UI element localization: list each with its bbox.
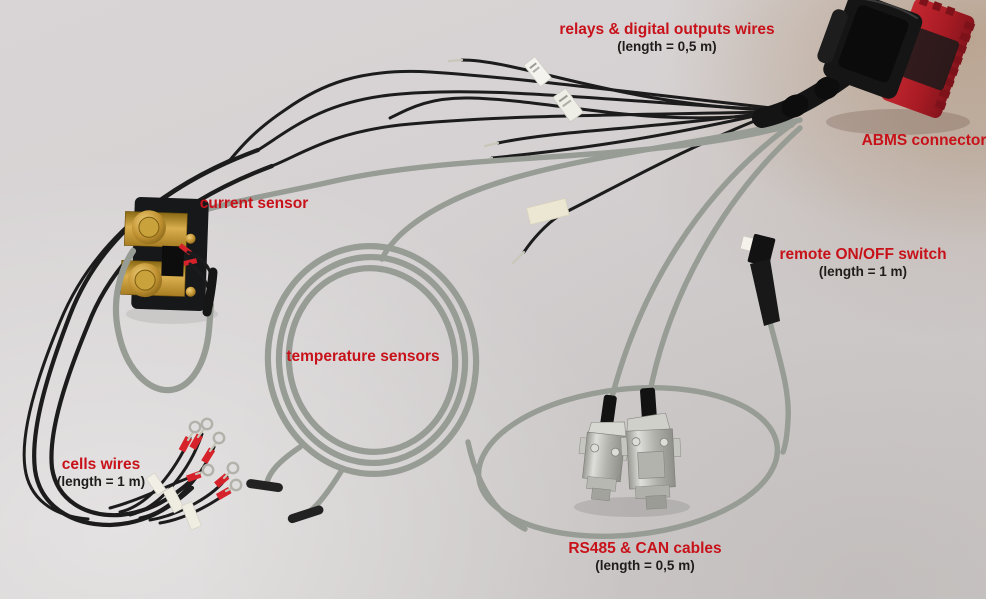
remote-switch — [739, 233, 791, 455]
label-sub: (length = 0,5 m) — [617, 39, 717, 55]
label-relay-wires: relays & digital outputs wires (length =… — [559, 21, 774, 55]
label-remote-switch: remote ON/OFF switch (length = 1 m) — [779, 246, 946, 280]
label-current-sensor: current sensor — [200, 195, 309, 213]
current-sensor — [112, 196, 218, 394]
label-title: remote ON/OFF switch — [779, 246, 947, 263]
heat-shrink-sleeve — [202, 267, 218, 317]
relay-output-wires — [228, 58, 774, 265]
connector-latch — [817, 9, 848, 64]
label-title: relays & digital outputs wires — [559, 21, 775, 38]
temperature-sensor-coil — [246, 243, 480, 524]
label-title: cells wires — [61, 456, 141, 473]
red-wire-marker — [183, 258, 198, 266]
temperature-probe-tip — [287, 505, 324, 524]
label-sub: (length = 1 m) — [56, 474, 146, 490]
abms-connector — [752, 0, 976, 135]
db9-connector — [620, 412, 682, 510]
label-title: RS485 & CAN cables — [568, 540, 722, 557]
label-abms-connector: ABMS connector — [862, 132, 986, 150]
wire-flag-labels — [523, 56, 584, 226]
temperature-probe-tip — [246, 479, 283, 493]
strain-relief — [640, 387, 657, 423]
ring-terminal — [186, 417, 243, 493]
cells-wire-terminals — [108, 417, 243, 531]
db9-connector — [578, 421, 629, 502]
rs485-can-cables — [475, 385, 781, 539]
label-title: temperature sensors — [286, 348, 440, 365]
label-cells-wires: cells wires (length = 1 m) — [57, 456, 145, 490]
label-temperature-sensors: temperature sensors — [286, 348, 439, 366]
strain-relief — [600, 394, 617, 428]
label-title: ABMS connector — [861, 132, 986, 149]
label-sub: (length = 0,5 m) — [595, 558, 695, 574]
label-sub: (length = 1 m) — [818, 264, 908, 280]
label-title: current sensor — [199, 195, 309, 212]
label-rs485-can: RS485 & CAN cables (length = 0,5 m) — [568, 540, 721, 574]
